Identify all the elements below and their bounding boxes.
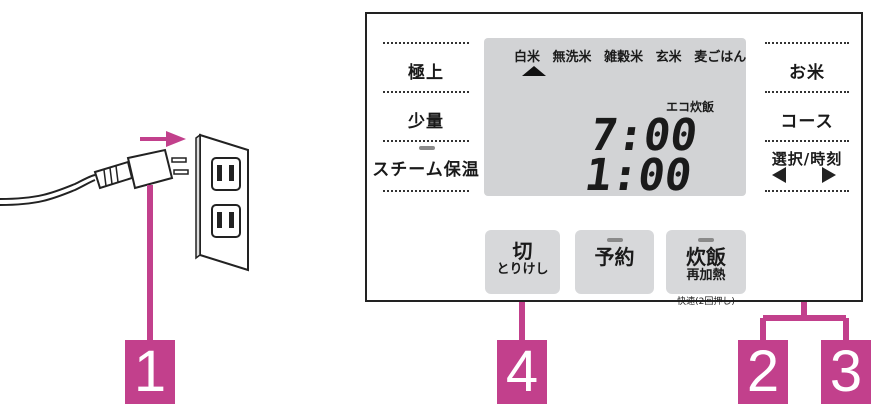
insert-arrow-icon [140, 131, 186, 147]
menu-gokujo-label: 極上 [408, 63, 444, 83]
timer-button[interactable]: 予約 [575, 230, 654, 294]
timer-button-label: 予約 [594, 245, 635, 269]
step-4-label: 4 [497, 340, 547, 404]
lcd-display: 白米 無洗米 雑穀米 玄米 麦ごはん エコ炊飯 7:00 1:00 [484, 38, 746, 201]
cancel-button-label: 切 [512, 239, 533, 263]
quick-cook-note: 快速(2回押し) [677, 297, 735, 307]
rice-type-hakumai: 白米 [514, 50, 541, 65]
step-3-label: 3 [821, 340, 871, 404]
steam-keep-warm-led [419, 146, 435, 150]
menu-shoryo-label: 少量 [408, 112, 444, 132]
menu-steam-keep-warm-label: スチーム保温 [372, 160, 480, 180]
cook-button-sublabel: 再加熱 [686, 268, 726, 283]
rice-type-musenmai: 無洗米 [552, 50, 592, 65]
rice-type-list: 白米 無洗米 雑穀米 玄米 麦ごはん [514, 46, 754, 65]
eco-cooking-label: エコ炊飯 [665, 100, 714, 114]
cancel-button[interactable]: 切 とりけし [485, 230, 560, 294]
rice-type-button-label: お米 [789, 63, 825, 83]
cook-button[interactable]: 炊飯 再加熱 [666, 230, 746, 294]
selection-indicator-icon [522, 66, 546, 76]
rice-type-mugigohan: 麦ごはん [694, 50, 747, 65]
cook-button-label: 炊飯 [686, 245, 726, 269]
course-button-label: コース [780, 112, 834, 132]
cancel-button-sublabel: とりけし [496, 262, 549, 277]
time-readout: 7:00 1:00 [581, 110, 701, 201]
step-1-label: 1 [125, 340, 175, 404]
outlet-icon [195, 133, 249, 272]
rice-type-genmai: 玄米 [655, 50, 682, 65]
time-line2: 1:00 [581, 150, 695, 201]
select-time-label: 選択/時刻 [771, 150, 843, 168]
cook-led [698, 238, 714, 242]
rice-type-zakkokumai: 雑穀米 [604, 50, 644, 65]
timer-led [606, 238, 623, 242]
step-2-label: 2 [738, 340, 788, 404]
plug-icon [0, 148, 189, 206]
